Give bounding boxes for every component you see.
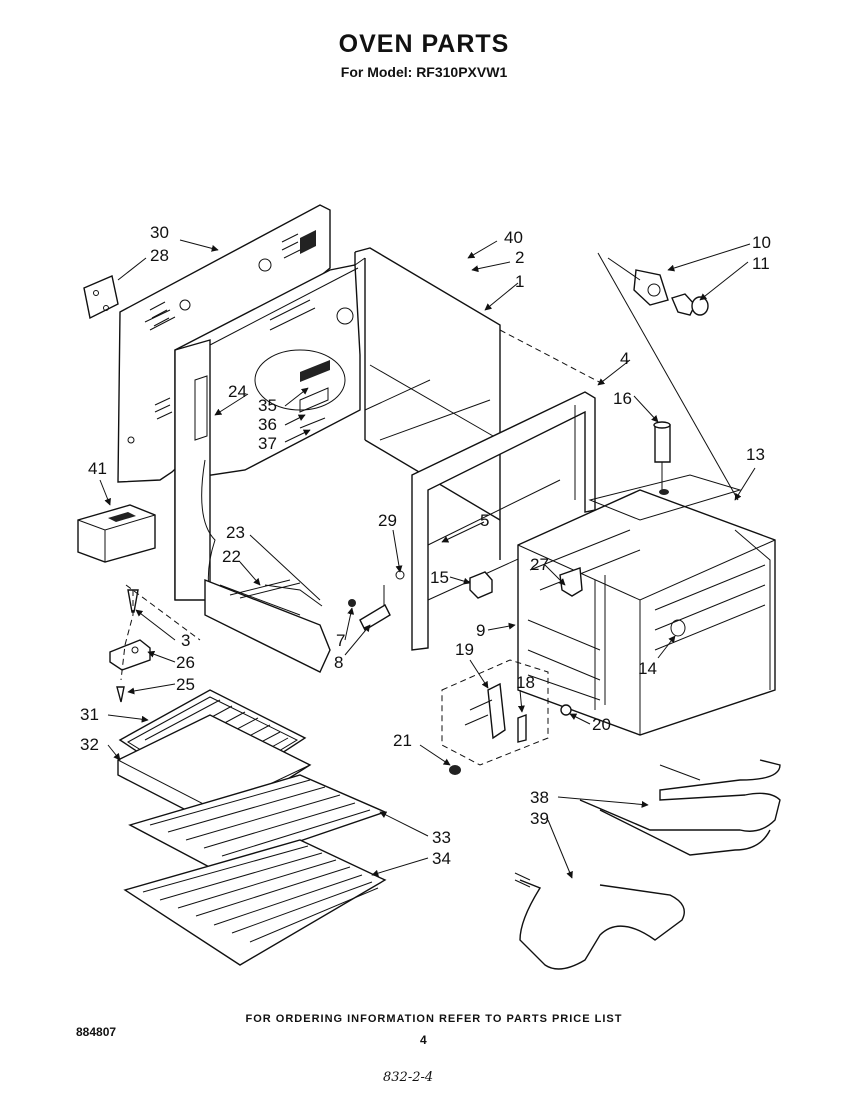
callout-13: 13 (746, 445, 765, 464)
callout-41: 41 (88, 459, 107, 478)
broiler-pan-part (117, 689, 312, 826)
callout-leaders (99, 239, 756, 879)
callout-20: 20 (592, 715, 611, 734)
oven-liner-part (174, 264, 361, 673)
callout-33: 33 (432, 828, 451, 847)
callout-27: 27 (530, 555, 549, 574)
callout-14: 14 (638, 659, 657, 678)
callout-26: 26 (176, 653, 195, 672)
callout-19: 19 (455, 640, 474, 659)
callout-38: 38 (530, 788, 549, 807)
callout-2: 2 (515, 248, 524, 267)
broil-element-part (579, 759, 781, 856)
oven-box-part (517, 474, 776, 736)
callout-32: 32 (80, 735, 99, 754)
callout-28: 28 (150, 246, 169, 265)
callout-29: 29 (378, 511, 397, 530)
callout-30: 30 (150, 223, 169, 242)
bracket-screw-part (109, 589, 151, 703)
callout-31: 31 (80, 705, 99, 724)
callout-9: 9 (476, 621, 485, 640)
callout-4: 4 (620, 349, 629, 368)
callout-18: 18 (516, 673, 535, 692)
callout-15: 15 (430, 568, 449, 587)
oven-rack-part (123, 774, 387, 966)
callout-labels: 30 28 40 2 1 10 11 4 16 13 24 35 36 37 4… (80, 223, 771, 868)
callout-10: 10 (752, 233, 771, 252)
transformer-part (77, 504, 156, 563)
callout-7: 7 (336, 631, 345, 650)
callout-39: 39 (530, 809, 549, 828)
sensor-bulb-part (229, 579, 323, 607)
callout-8: 8 (334, 653, 343, 672)
callout-35: 35 (258, 396, 277, 415)
callout-36: 36 (258, 415, 277, 434)
callout-22: 22 (222, 547, 241, 566)
document-number: 884807 (76, 1025, 117, 1039)
page-number: 4 (420, 1033, 427, 1047)
callout-16: 16 (613, 389, 632, 408)
access-cover-part (83, 275, 119, 320)
callout-1: 1 (515, 272, 524, 291)
bake-element-part (514, 872, 685, 970)
light-housing-part (597, 252, 739, 501)
callout-34: 34 (432, 849, 451, 868)
latch-block-part (469, 571, 493, 599)
callout-24: 24 (228, 382, 247, 401)
callout-11: 11 (752, 254, 770, 273)
model-subtitle: For Model: RF310PXVW1 (340, 64, 508, 80)
ordering-note: FOR ORDERING INFORMATION REFER TO PARTS … (245, 1013, 623, 1025)
small-hardware-part (348, 570, 405, 631)
door-latch-part (441, 659, 572, 775)
callout-21: 21 (393, 731, 412, 750)
callout-23: 23 (226, 523, 245, 542)
callout-37: 37 (258, 434, 277, 453)
handwritten-note: 832-2-4 (383, 1070, 434, 1085)
page-title: OVEN PARTS (338, 30, 510, 58)
callout-40: 40 (504, 228, 523, 247)
oven-light-socket-part (653, 421, 671, 495)
callout-5: 5 (480, 511, 489, 530)
callout-3: 3 (181, 631, 190, 650)
clip-part (559, 567, 583, 597)
callout-25: 25 (176, 675, 195, 694)
